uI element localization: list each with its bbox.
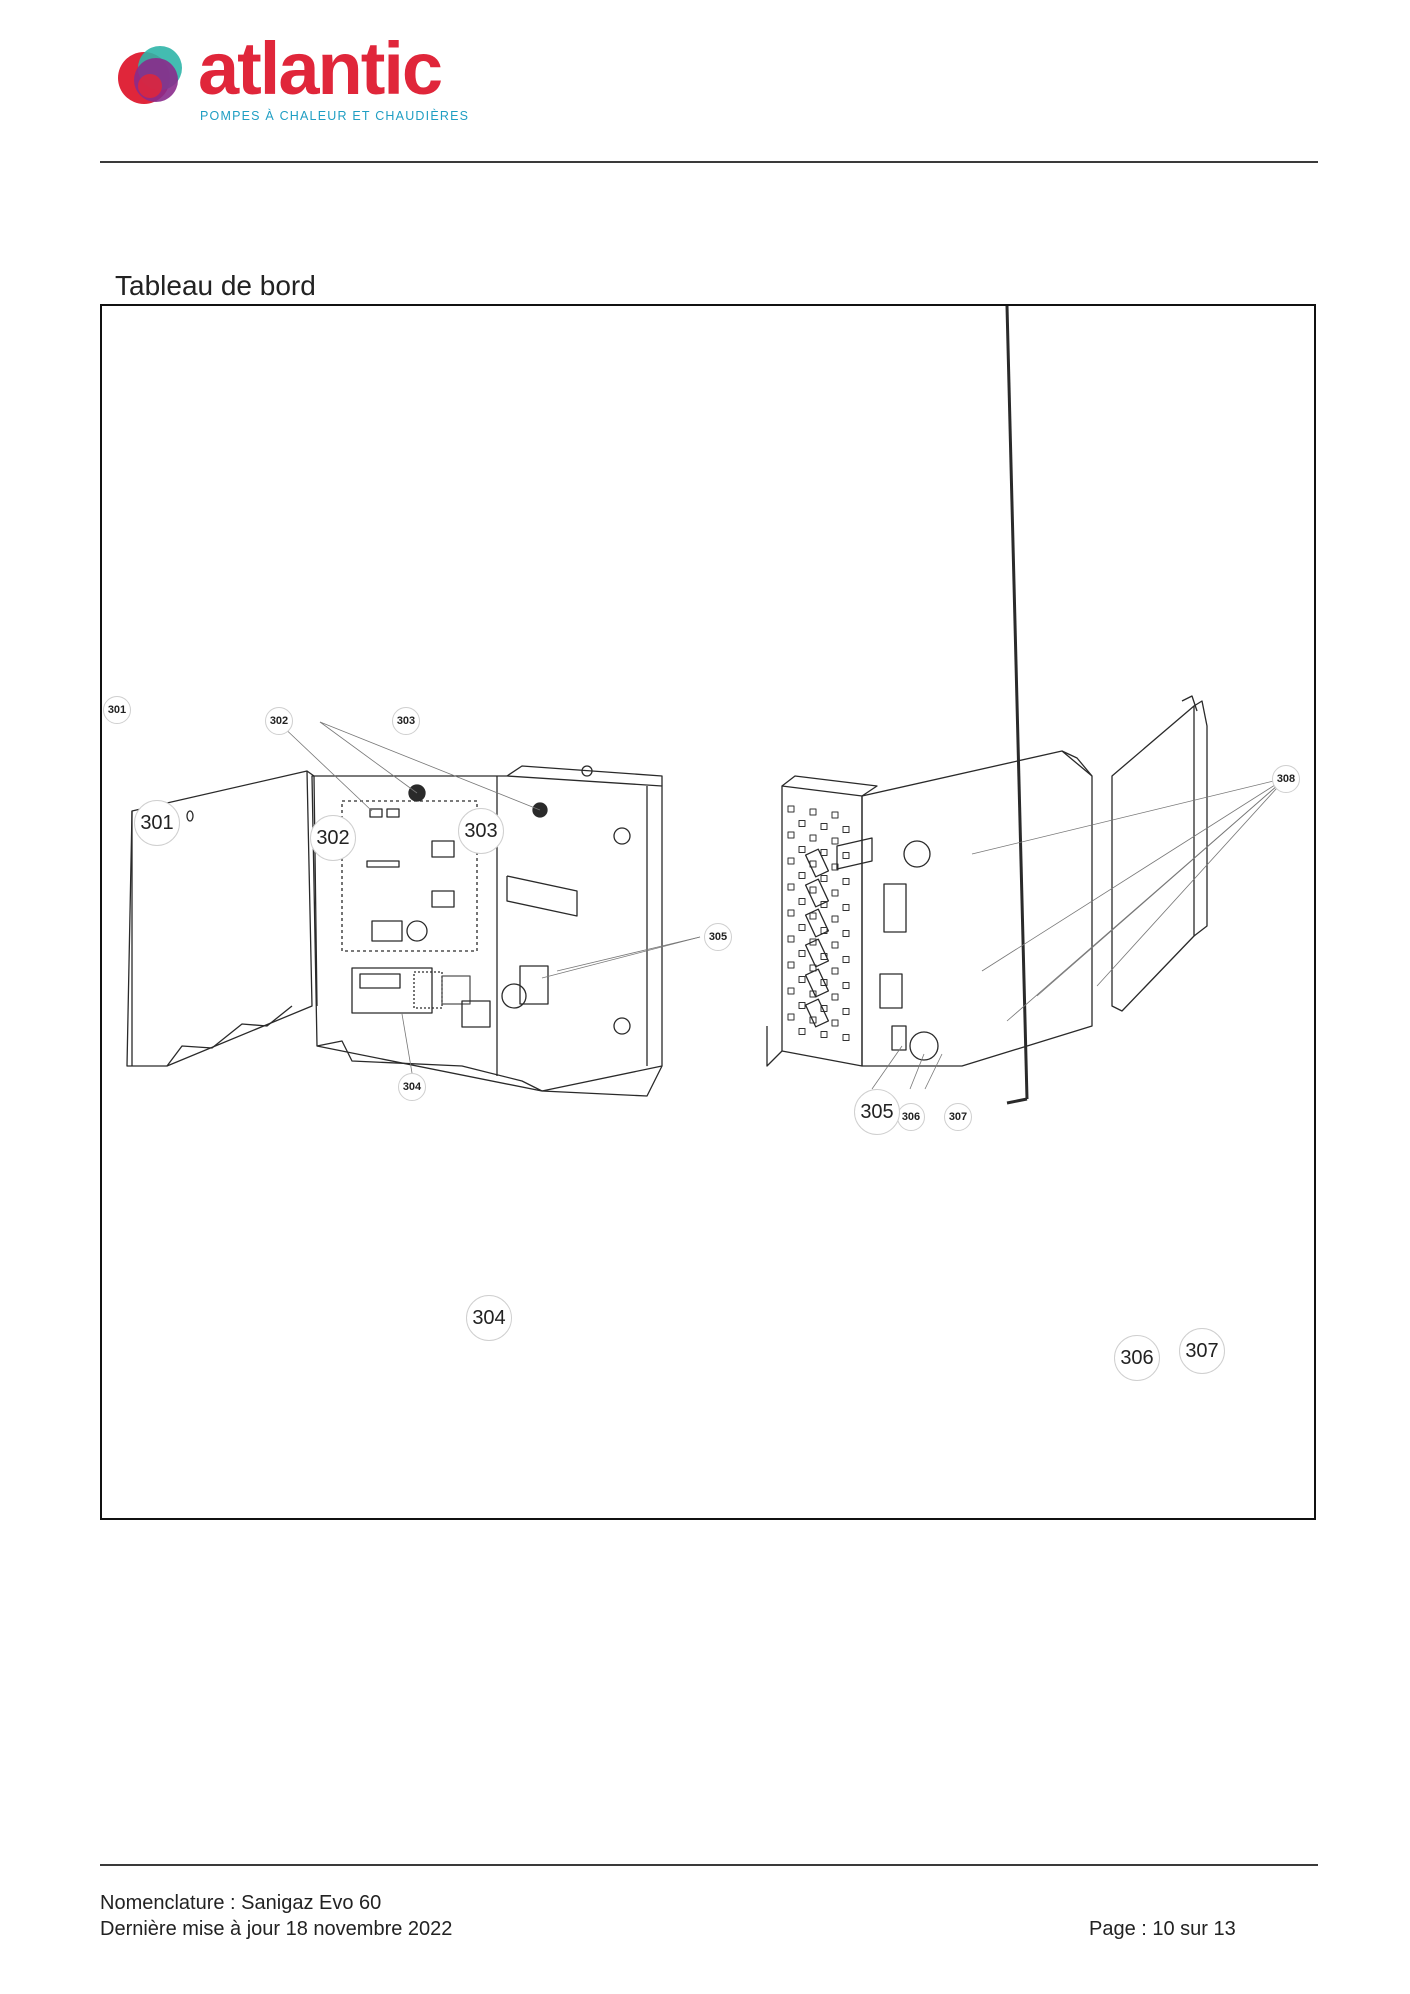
callout-306-large: 306 <box>1114 1335 1160 1381</box>
section-title: Tableau de bord <box>115 270 316 301</box>
callout-305-large: 305 <box>854 1089 900 1135</box>
callout-302-small: 302 <box>265 707 293 735</box>
leader-lines <box>277 721 1287 1090</box>
footer-divider <box>100 1864 1318 1866</box>
cover-plate <box>1111 695 1208 1012</box>
exploded-view-frame: 301 302 303 305 304 308 306 307 301 302 … <box>100 304 1316 1520</box>
callout-304-large: 304 <box>466 1295 512 1341</box>
callout-301-large: 301 <box>134 800 180 846</box>
callout-306-small: 306 <box>897 1103 925 1131</box>
main-pcb <box>341 784 548 952</box>
logo-mark-icon <box>118 46 182 104</box>
callout-301-small: 301 <box>103 696 131 724</box>
logo-tagline: POMPES À CHALEUR ET CHAUDIÈRES <box>200 109 470 123</box>
interface-board-panel <box>836 750 1093 1067</box>
screw-part <box>1005 306 1029 1105</box>
front-door-panel <box>126 770 318 1067</box>
lower-pcb <box>351 967 471 1014</box>
callout-303-small: 303 <box>392 707 420 735</box>
footer-nomenclature: Nomenclature : Sanigaz Evo 60 <box>100 1892 382 1914</box>
callout-308-small: 308 <box>1272 765 1300 793</box>
callout-304-small: 304 <box>398 1073 426 1101</box>
terminal-rail <box>461 765 631 1035</box>
ventilation-grid <box>787 805 850 1041</box>
header-divider <box>100 161 1318 163</box>
callout-303-large: 303 <box>458 808 504 854</box>
rear-cage <box>766 775 878 1067</box>
atlantic-logo: atlantic POMPES À CHALEUR ET CHAUDIÈRES <box>110 32 490 130</box>
connector-row <box>804 848 830 1028</box>
callout-307-small: 307 <box>944 1103 972 1131</box>
footer-last-update: Dernière mise à jour 18 novembre 2022 <box>100 1918 453 1940</box>
callout-305-small: 305 <box>704 923 732 951</box>
logo-wordmark: atlantic <box>198 27 443 110</box>
callout-302-large: 302 <box>310 815 356 861</box>
callout-307-large: 307 <box>1179 1328 1225 1374</box>
footer-page-number: Page : 10 sur 13 <box>1089 1918 1236 1940</box>
